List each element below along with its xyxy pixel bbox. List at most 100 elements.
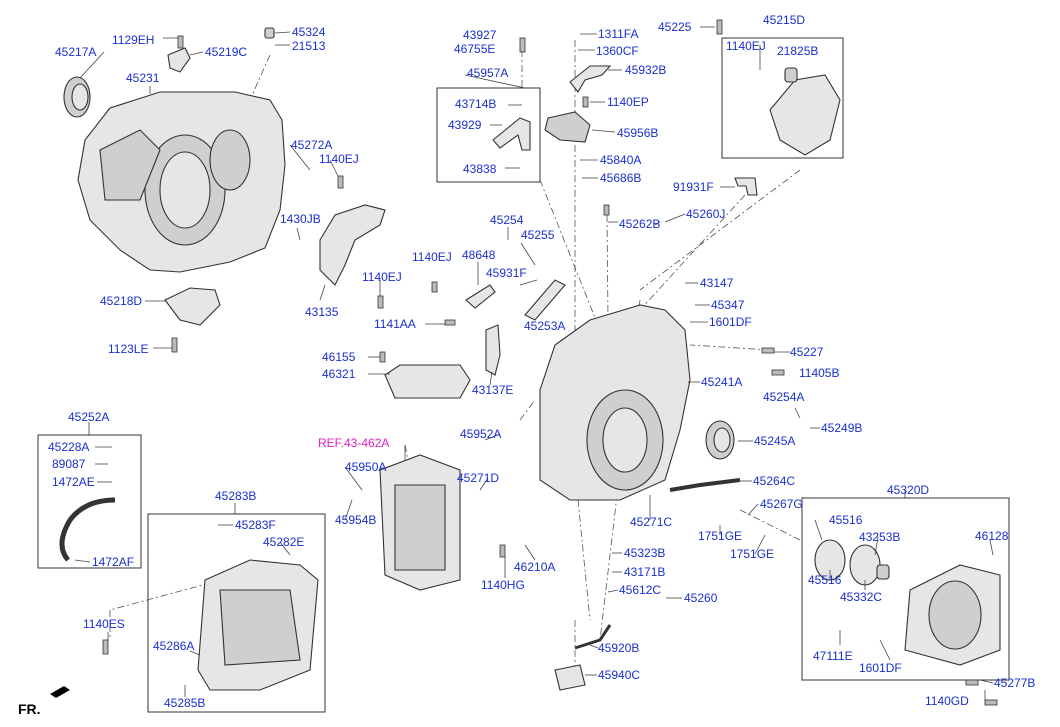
label-43147[interactable]: 43147	[700, 276, 734, 290]
label-45254[interactable]: 45254	[490, 213, 524, 227]
label-1129EH[interactable]: 1129EH	[112, 33, 154, 47]
label-45271D[interactable]: 45271D	[457, 471, 499, 485]
label-45954B[interactable]: 45954B	[335, 513, 376, 527]
label-45253A[interactable]: 45253A	[524, 319, 565, 333]
label-21825B[interactable]: 21825B	[777, 44, 818, 58]
label-45320D[interactable]: 45320D	[887, 483, 929, 497]
box-45283B	[147, 513, 326, 713]
label-1123LE[interactable]: 1123LE	[108, 342, 148, 356]
ref-note[interactable]: REF.43-462A	[318, 436, 389, 450]
label-1140GD[interactable]: 1140GD	[925, 694, 969, 708]
sensor-45956B	[544, 111, 591, 143]
label-45271C[interactable]: 45271C	[630, 515, 672, 529]
label-45225[interactable]: 45225	[658, 20, 692, 34]
label-43171B[interactable]: 43171B	[624, 565, 665, 579]
label-43135[interactable]: 43135	[305, 305, 339, 319]
label-45218D[interactable]: 45218D	[100, 294, 142, 308]
label-45840A[interactable]: 45840A	[600, 153, 641, 167]
label-45264C[interactable]: 45264C	[753, 474, 795, 488]
label-89087[interactable]: 89087	[52, 457, 86, 471]
label-1140EJ-b[interactable]: 1140EJ	[362, 270, 402, 284]
label-45277B[interactable]: 45277B	[994, 676, 1035, 690]
label-45252A[interactable]: 45252A	[68, 410, 109, 424]
label-46210A[interactable]: 46210A	[514, 560, 555, 574]
label-1140EJ-c[interactable]: 1140EJ	[726, 39, 766, 53]
label-45217A[interactable]: 45217A	[55, 45, 96, 59]
label-45260[interactable]: 45260	[684, 591, 718, 605]
label-1360CF[interactable]: 1360CF	[596, 44, 639, 58]
label-45254A[interactable]: 45254A	[763, 390, 804, 404]
label-45940C[interactable]: 45940C	[598, 668, 640, 682]
label-45516-a[interactable]: 45516	[829, 513, 863, 527]
label-43838[interactable]: 43838	[463, 162, 497, 176]
label-45272A[interactable]: 45272A	[291, 138, 332, 152]
label-45267G[interactable]: 45267G	[760, 497, 803, 511]
label-43927[interactable]: 43927	[463, 28, 497, 42]
label-45241A[interactable]: 45241A	[701, 375, 742, 389]
deflector-43135	[319, 204, 386, 286]
label-45957A[interactable]: 45957A	[467, 66, 508, 80]
label-43929[interactable]: 43929	[448, 118, 482, 132]
label-45686B[interactable]: 45686B	[600, 171, 641, 185]
box-45252A	[37, 434, 142, 569]
label-45227[interactable]: 45227	[790, 345, 824, 359]
label-46755E[interactable]: 46755E	[454, 42, 495, 56]
label-1472AE[interactable]: 1472AE	[52, 475, 95, 489]
label-21513[interactable]: 21513	[292, 39, 326, 53]
label-45215D[interactable]: 45215D	[763, 13, 805, 27]
label-45255[interactable]: 45255	[521, 228, 555, 242]
label-1141AA[interactable]: 1141AA	[374, 317, 416, 331]
label-45956B[interactable]: 45956B	[617, 126, 658, 140]
seal-45245A	[705, 420, 735, 460]
label-45323B[interactable]: 45323B	[624, 546, 665, 560]
label-11405B[interactable]: 11405B	[799, 366, 839, 380]
label-45260J[interactable]: 45260J	[686, 207, 725, 221]
label-45932B[interactable]: 45932B	[625, 63, 666, 77]
label-1140EP[interactable]: 1140EP	[607, 95, 649, 109]
label-43137E[interactable]: 43137E	[472, 383, 513, 397]
label-1751GE-a[interactable]: 1751GE	[698, 529, 742, 543]
label-1430JB[interactable]: 1430JB	[280, 212, 321, 226]
label-45231[interactable]: 45231	[126, 71, 160, 85]
label-45286A[interactable]: 45286A	[153, 639, 194, 653]
label-45324[interactable]: 45324	[292, 25, 326, 39]
label-45283B[interactable]: 45283B	[215, 489, 256, 503]
label-1601DF-b[interactable]: 1601DF	[859, 661, 902, 675]
label-1601DF-a[interactable]: 1601DF	[709, 315, 752, 329]
bushing-21825B	[784, 67, 798, 83]
label-45920B[interactable]: 45920B	[598, 641, 639, 655]
leader-lines	[74, 26, 994, 701]
label-45219C[interactable]: 45219C	[205, 45, 247, 59]
label-91931F[interactable]: 91931F	[673, 180, 714, 194]
label-1140HG[interactable]: 1140HG	[481, 578, 525, 592]
label-45952A[interactable]: 45952A	[460, 427, 501, 441]
label-45249B[interactable]: 45249B	[821, 421, 862, 435]
label-45950A[interactable]: 45950A	[345, 460, 386, 474]
label-46321[interactable]: 46321	[322, 367, 356, 381]
label-43253B[interactable]: 43253B	[859, 530, 900, 544]
label-45283F[interactable]: 45283F	[235, 518, 276, 532]
label-48648[interactable]: 48648	[462, 248, 496, 262]
label-1140ES[interactable]: 1140ES	[83, 617, 125, 631]
label-45931F[interactable]: 45931F	[486, 266, 527, 280]
label-45332C[interactable]: 45332C	[840, 590, 882, 604]
label-45285B[interactable]: 45285B	[164, 696, 205, 710]
plate-43137E	[485, 324, 501, 376]
label-45262B[interactable]: 45262B	[619, 217, 660, 231]
label-1472AF[interactable]: 1472AF	[92, 555, 134, 569]
label-45228A[interactable]: 45228A	[48, 440, 89, 454]
label-47111E[interactable]: 47111E	[813, 649, 853, 663]
label-45282E[interactable]: 45282E	[263, 535, 304, 549]
label-46155[interactable]: 46155	[322, 350, 356, 364]
label-45347[interactable]: 45347	[711, 298, 745, 312]
label-45245A[interactable]: 45245A	[754, 434, 795, 448]
label-1140EJ-a[interactable]: 1140EJ	[319, 152, 359, 166]
label-45516-b[interactable]: 45516	[808, 573, 842, 587]
label-1751GE-b[interactable]: 1751GE	[730, 547, 774, 561]
label-46128[interactable]: 46128	[975, 529, 1009, 543]
label-43714B[interactable]: 43714B	[455, 97, 496, 111]
front-direction-label: FR.	[18, 701, 41, 717]
label-45612C[interactable]: 45612C	[619, 583, 661, 597]
label-1311FA[interactable]: 1311FA	[598, 27, 638, 41]
label-1140EJ-d[interactable]: 1140EJ	[412, 250, 452, 264]
